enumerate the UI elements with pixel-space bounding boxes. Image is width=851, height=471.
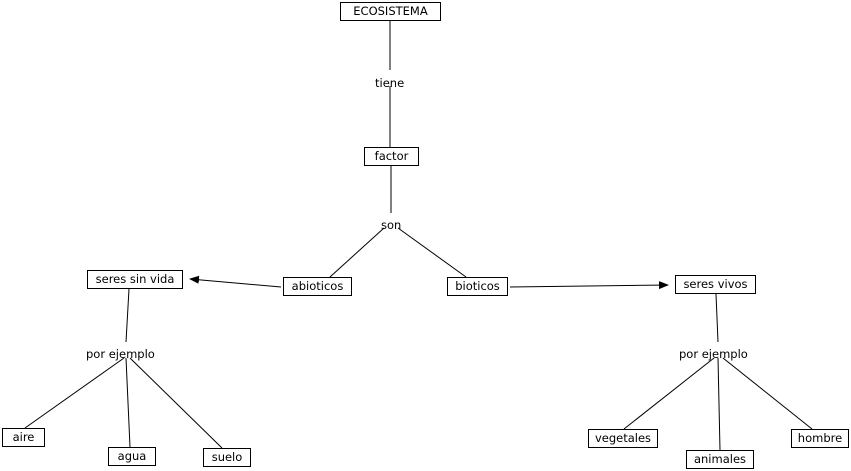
edge-por-ejemplo-hombre — [722, 357, 813, 430]
edge-por-ejemplo-suelo — [129, 357, 223, 449]
node-hombre[interactable]: hombre — [791, 429, 849, 448]
link-label-por-ejemplo-right: por ejemplo — [679, 347, 748, 361]
node-bioticos[interactable]: bioticos — [447, 277, 508, 296]
edge-por-ejemplo-agua — [125, 357, 131, 448]
edge-por-ejemplo-vegetales — [623, 357, 715, 430]
node-animales[interactable]: animales — [686, 450, 754, 469]
link-label-tiene: tiene — [375, 76, 405, 90]
node-factor[interactable]: factor — [364, 147, 419, 166]
node-seres-vivos[interactable]: seres vivos — [675, 275, 756, 294]
edge-bioticos-seres-vivos — [509, 281, 669, 290]
link-label-son: son — [381, 218, 402, 232]
node-agua[interactable]: agua — [108, 447, 156, 466]
link-label-por-ejemplo-left: por ejemplo — [86, 347, 155, 361]
edge-por-ejemplo-aire — [24, 357, 125, 429]
edge-seres-sin-vida-por-ejemplo — [125, 288, 130, 343]
node-ecosistema[interactable]: ECOSISTEMA — [340, 2, 441, 21]
node-seres-sin-vida[interactable]: seres sin vida — [87, 270, 183, 289]
edge-por-ejemplo-animales — [717, 357, 721, 451]
node-aire[interactable]: aire — [2, 428, 45, 447]
edge-seres-vivos-por-ejemplo — [715, 293, 719, 343]
edge-son-abioticos — [329, 227, 385, 278]
edge-abioticos-seres-sin-vida — [189, 275, 282, 288]
node-abioticos[interactable]: abioticos — [283, 277, 352, 296]
edge-son-bioticos — [397, 227, 467, 278]
node-vegetales[interactable]: vegetales — [588, 429, 658, 448]
node-suelo[interactable]: suelo — [203, 448, 251, 467]
